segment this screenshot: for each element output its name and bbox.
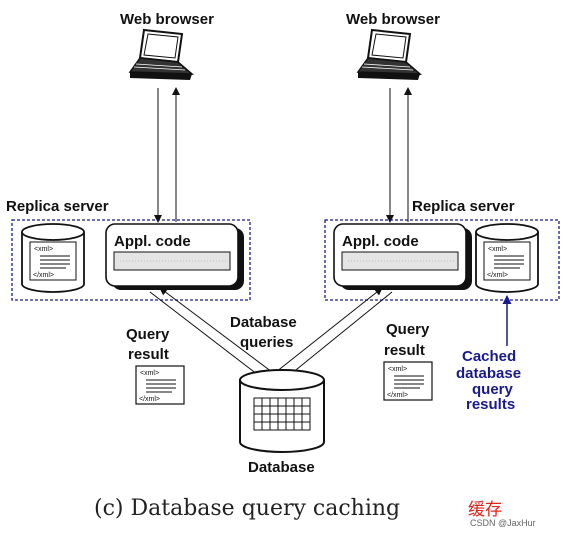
appl-code-left-label: Appl. code: [114, 233, 191, 250]
replica-server-right-label: Replica server: [412, 198, 515, 215]
xml-close-tag: </xml>: [33, 272, 54, 279]
database-cylinder-icon: <xml> </xml>: [21, 223, 85, 293]
xml-document-icon: <xml> </xml>: [383, 361, 433, 401]
xml-close-tag: </xml>: [387, 392, 408, 399]
query-result-right-2: result: [384, 342, 425, 359]
xml-open-tag: <xml>: [34, 246, 53, 253]
appl-code-left: Appl. code: [105, 223, 244, 290]
database-queries-2: queries: [240, 334, 293, 351]
database-queries-1: Database: [230, 314, 297, 331]
web-browser-right-label: Web browser: [346, 11, 440, 28]
query-arrows-left: [149, 287, 273, 379]
xml-document-icon: <xml> </xml>: [135, 365, 185, 405]
appl-code-right: Appl. code: [333, 223, 472, 290]
figure-caption: (c) Database query caching: [94, 496, 400, 521]
xml-close-tag: </xml>: [139, 396, 160, 403]
laptop-icon: [357, 29, 421, 81]
replica-server-left-label: Replica server: [6, 198, 109, 215]
cached-label-4: results: [466, 396, 515, 413]
query-result-left-1: Query: [126, 326, 170, 343]
laptop-icon: [129, 29, 193, 81]
replica-server-left-box: [11, 219, 251, 301]
watermark: CSDN @JaxHur: [470, 518, 536, 528]
appl-code-right-label: Appl. code: [342, 233, 419, 250]
web-browser-left-label: Web browser: [120, 11, 214, 28]
replica-server-right-box: [324, 219, 560, 301]
browser-server-arrows-left: [154, 87, 180, 223]
cached-label-3: query: [472, 381, 514, 398]
query-arrows-right: [275, 287, 393, 379]
caption-chinese-annotation: 缓存: [468, 500, 502, 520]
xml-open-tag: <xml>: [140, 370, 159, 377]
cached-label-1: Cached: [462, 348, 516, 365]
cached-label-2: database: [456, 365, 521, 382]
database-cylinder-icon: <xml> </xml>: [475, 223, 539, 293]
query-result-left-2: result: [128, 346, 169, 363]
xml-close-tag: </xml>: [487, 272, 508, 279]
database-cylinder-icon: [239, 369, 325, 453]
xml-open-tag: <xml>: [388, 366, 407, 373]
database-label: Database: [248, 459, 315, 476]
browser-server-arrows-right: [386, 87, 412, 223]
xml-open-tag: <xml>: [488, 246, 507, 253]
query-result-right-1: Query: [386, 321, 430, 338]
